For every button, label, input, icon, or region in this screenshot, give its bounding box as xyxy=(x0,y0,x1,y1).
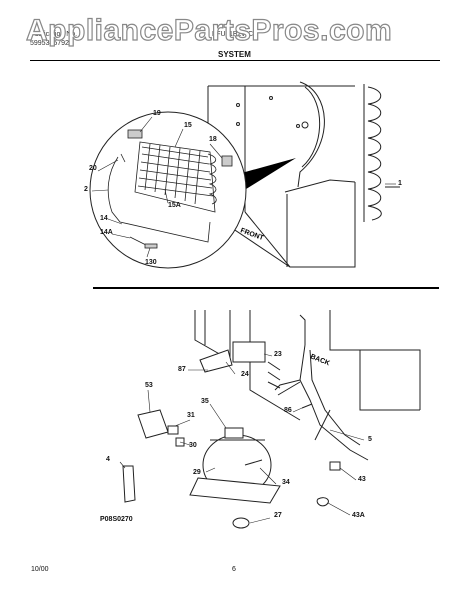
callout-18: 18 xyxy=(209,136,217,143)
callout-24: 24 xyxy=(241,371,249,378)
footer-date: 10/00 xyxy=(31,566,49,573)
callout-30: 30 xyxy=(189,442,197,449)
top-diagram: FRONT xyxy=(89,81,400,269)
callout-43: 43 xyxy=(358,476,366,483)
header-rule xyxy=(30,60,440,61)
callout-14: 14 xyxy=(100,215,108,222)
front-label: FRONT xyxy=(239,227,265,242)
callout-19: 19 xyxy=(153,110,161,117)
top-leader-lines xyxy=(91,116,396,258)
callout-35: 35 xyxy=(201,398,209,405)
callout-130: 130 xyxy=(145,259,157,266)
figure-code: P08S0270 xyxy=(100,516,133,523)
callout-53: 53 xyxy=(145,382,153,389)
callout-86: 86 xyxy=(284,407,292,414)
bottom-leader-lines xyxy=(119,353,365,524)
publication-number: 5995345792 xyxy=(30,40,69,47)
callout-15a: 15A xyxy=(168,202,181,209)
callout-4: 4 xyxy=(106,456,110,463)
watermark: AppliancePartsPros.com xyxy=(25,13,393,47)
callout-29: 29 xyxy=(193,469,201,476)
callout-2: 2 xyxy=(84,186,88,193)
callout-43a: 43A xyxy=(352,512,365,519)
detail-pointer xyxy=(238,158,296,194)
callout-27: 27 xyxy=(274,512,282,519)
back-label: BACK xyxy=(309,353,330,367)
callout-31: 31 xyxy=(187,412,195,419)
callout-87: 87 xyxy=(178,366,186,373)
callout-34: 34 xyxy=(282,479,290,486)
callout-5: 5 xyxy=(368,436,372,443)
callout-15: 15 xyxy=(184,122,192,129)
section-divider xyxy=(93,287,439,289)
callout-14a: 14A xyxy=(100,229,113,236)
bottom-diagram: BACK xyxy=(119,310,421,529)
footer-page-number: 6 xyxy=(232,566,236,573)
evaporator-assembly xyxy=(107,129,233,249)
callout-23: 23 xyxy=(274,351,282,358)
model-number: FFU11B2WCC xyxy=(212,31,259,38)
callout-20: 20 xyxy=(89,165,97,172)
rear-condenser-coil xyxy=(363,84,382,222)
section-title: SYSTEM xyxy=(218,50,251,59)
publication-label: Publication No. xyxy=(30,31,78,38)
callout-1: 1 xyxy=(398,180,402,187)
